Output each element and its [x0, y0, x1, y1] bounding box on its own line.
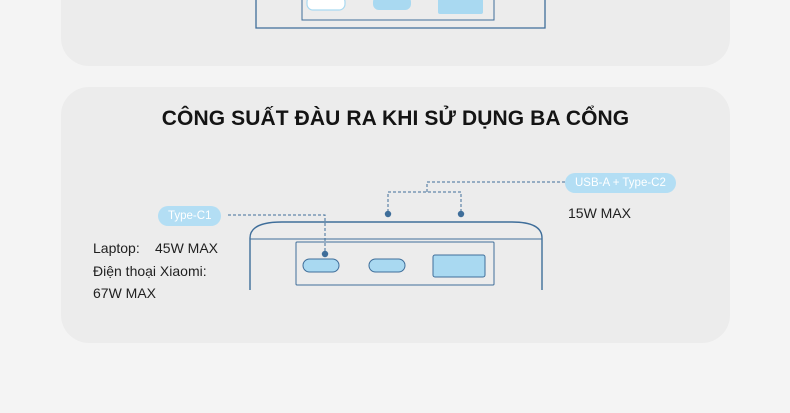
- type-c1-connector-line: [228, 214, 326, 252]
- usb-a-type-c2-connector-line: [426, 181, 565, 192]
- usb-a-type-c2-power: 15W MAX: [568, 205, 632, 221]
- usb-a-connector-dot: [457, 210, 465, 218]
- previous-port-usb-a: [438, 0, 483, 14]
- port-usb-a: [432, 254, 486, 278]
- port-type-c2: [368, 258, 406, 273]
- phone-label: Điện thoại Xiaomi:: [93, 263, 207, 279]
- port-type-c1: [302, 258, 340, 273]
- laptop-label: Laptop:: [93, 240, 140, 256]
- previous-port-type-c1: [306, 0, 346, 11]
- phone-power: 67W MAX: [93, 285, 157, 301]
- type-c1-connector-dot: [321, 250, 329, 258]
- usb-a-type-c2-label: USB-A + Type-C2: [565, 173, 676, 193]
- type-c2-connector-dot: [384, 210, 392, 218]
- laptop-power: 45W MAX: [155, 240, 219, 256]
- port-panel: [295, 241, 495, 286]
- previous-power-bank: [255, 0, 546, 29]
- previous-port-type-c2: [373, 0, 411, 10]
- usb-a-type-c2-branch-line: [387, 191, 462, 212]
- previous-section-card: [61, 0, 730, 66]
- power-bank-body: [249, 221, 543, 290]
- type-c1-label: Type-C1: [158, 206, 222, 226]
- section-title: CÔNG SUẤT ĐÀU RA KHI SỬ DỤNG BA CỔNG: [161, 107, 630, 130]
